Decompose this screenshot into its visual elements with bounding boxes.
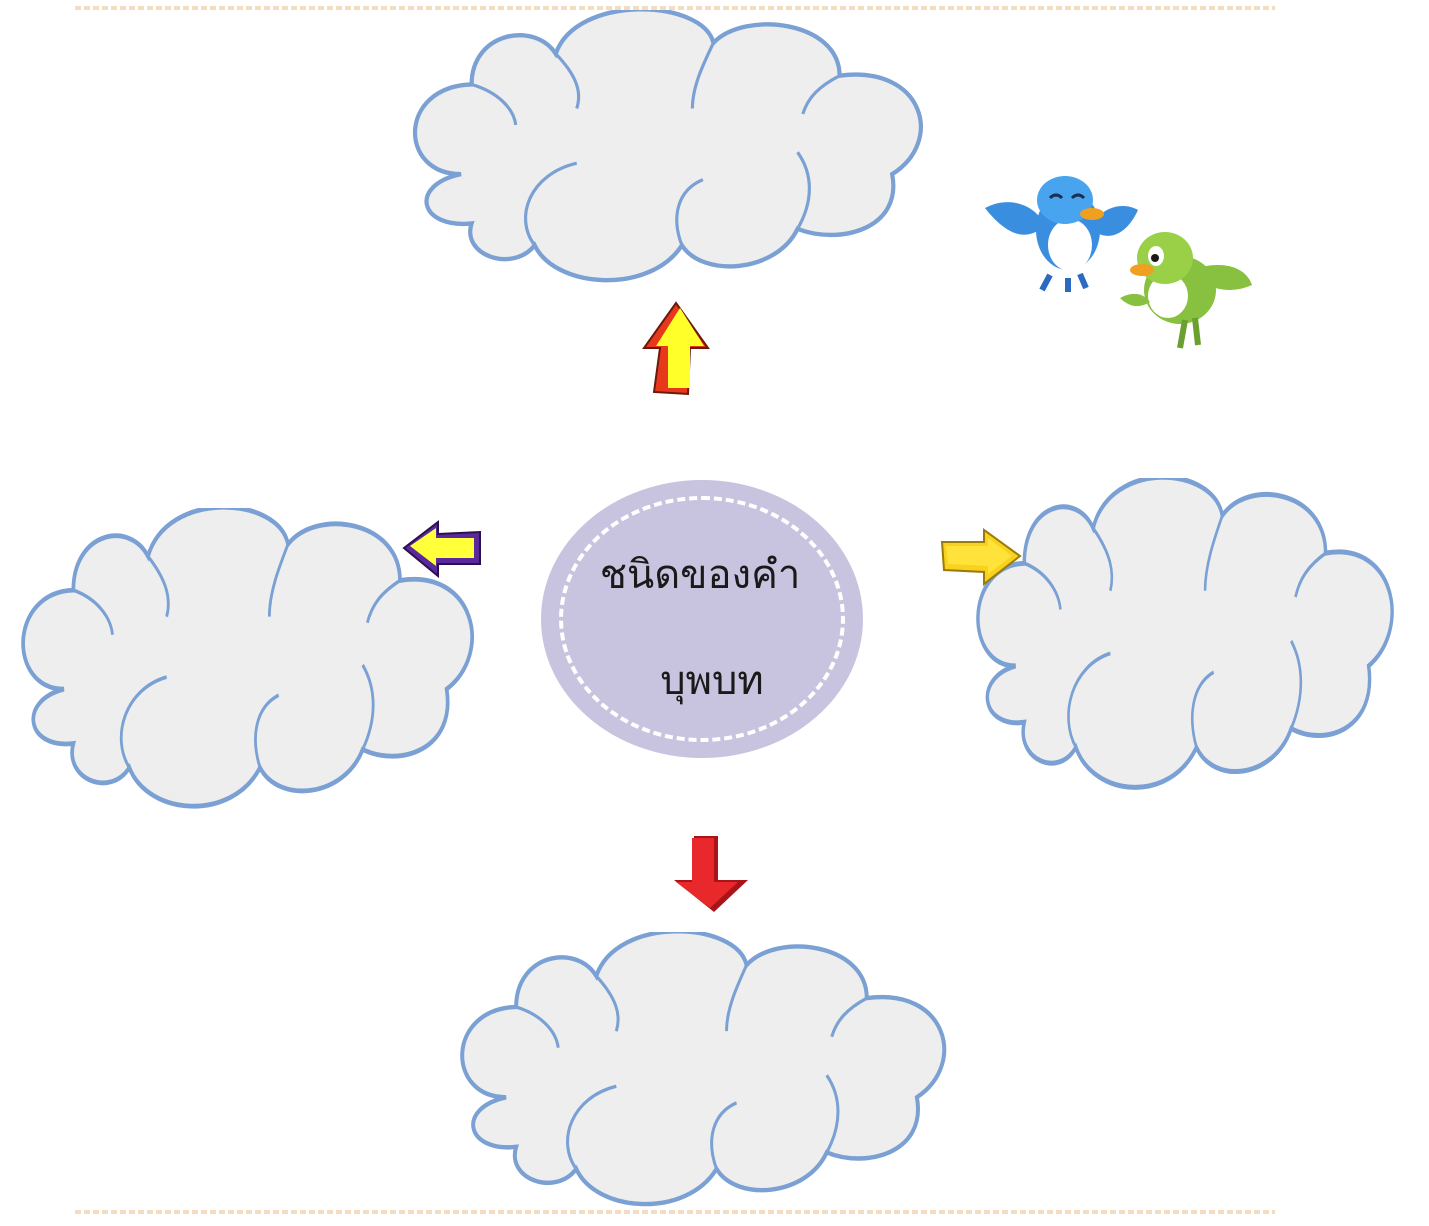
- blue-bird-icon: [985, 176, 1138, 292]
- bottom-border: [75, 1210, 1275, 1214]
- center-dashed-ring: [559, 496, 845, 742]
- right-arrow-icon: [940, 528, 1022, 586]
- center-subtitle: บุพบท: [660, 658, 764, 704]
- birds-illustration: [985, 176, 1252, 349]
- left-arrow-icon: [402, 519, 481, 579]
- up-arrow-icon: [642, 301, 710, 396]
- center-topic-node: ชนิดของคำ บุพบท: [541, 480, 863, 758]
- down-arrow-icon: [674, 836, 748, 912]
- center-title: ชนิดของคำ: [599, 552, 801, 598]
- cloud-right: [964, 478, 1416, 810]
- cloud-bottom: [446, 932, 972, 1224]
- green-bird-icon: [1120, 232, 1252, 349]
- top-border: [75, 6, 1275, 10]
- cloud-top: [398, 10, 950, 300]
